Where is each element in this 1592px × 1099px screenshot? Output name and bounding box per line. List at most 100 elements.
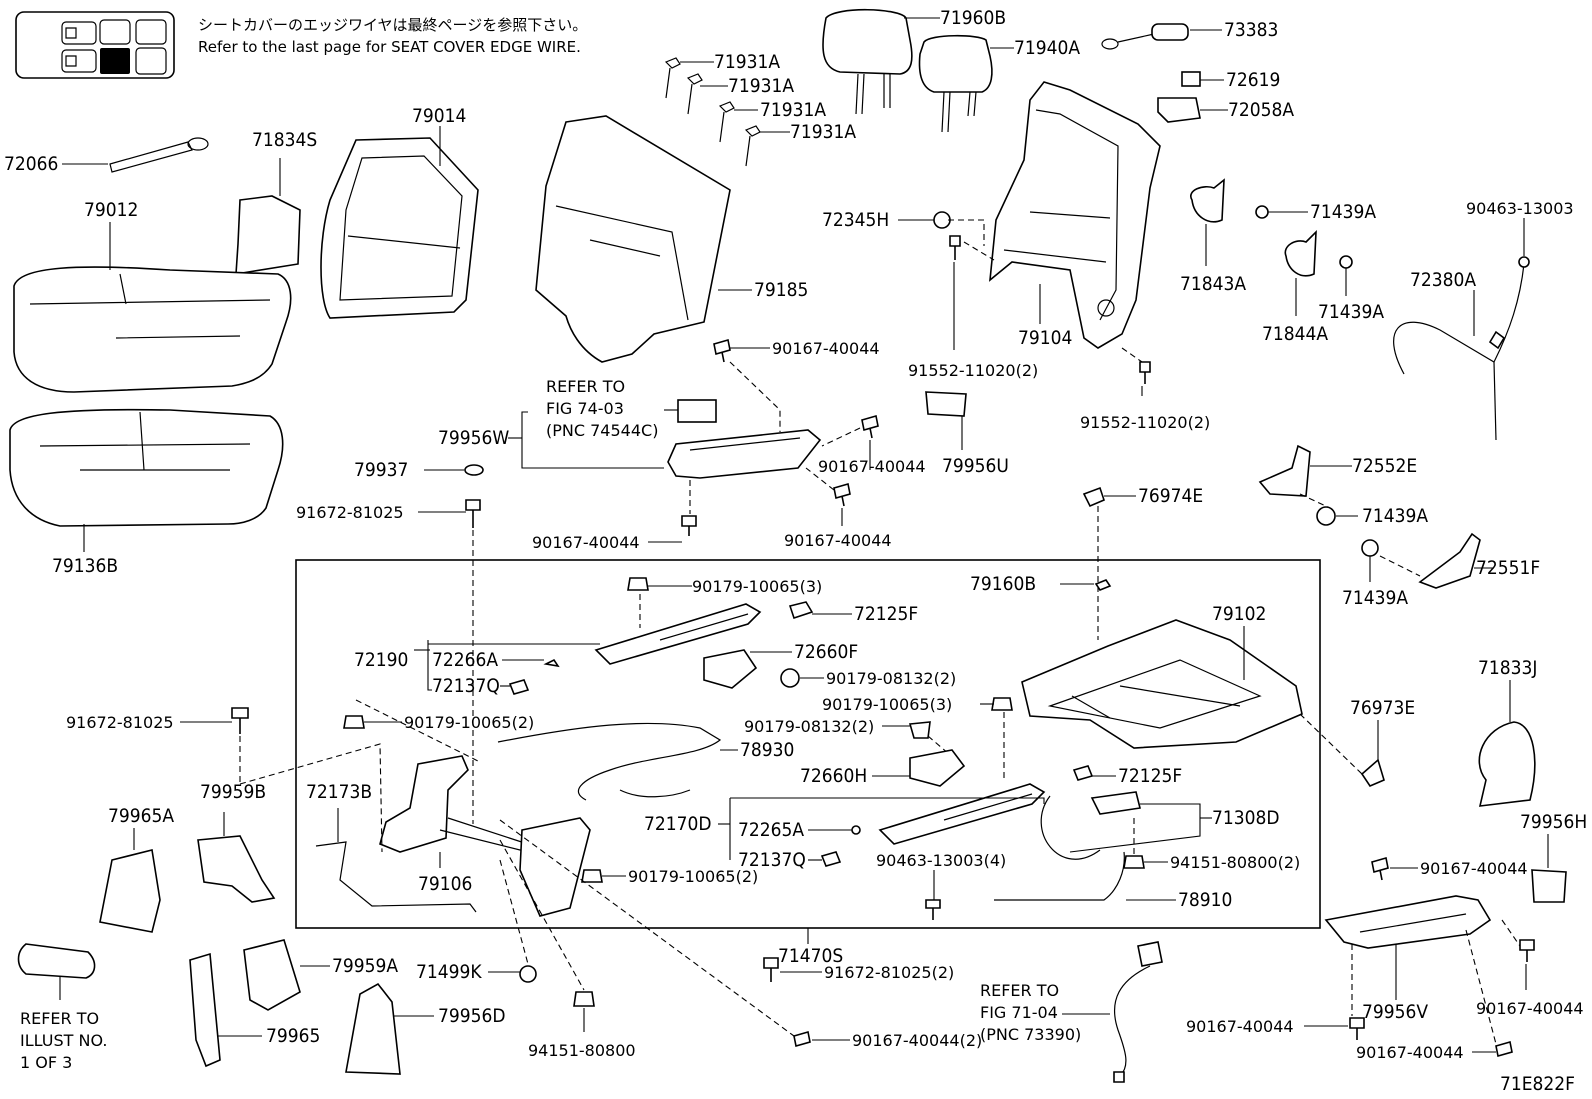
part-71308d: [1090, 791, 1141, 815]
cover-79956w: [667, 429, 822, 479]
ref-fig-71-04-line1: REFER TO: [980, 981, 1059, 1000]
cable-78930: [497, 722, 722, 801]
seat-cushion-pad-79136b: [9, 408, 284, 527]
label-91672-81025-c: 91672-81025(2): [824, 963, 954, 982]
ref-fig-74-03-line1: REFER TO: [546, 377, 625, 396]
label-91552-11020-1: 91552-11020(2): [908, 361, 1038, 380]
ref-fig-71-04-line3: (PNC 73390): [980, 1025, 1081, 1044]
part-72137q-a: [508, 679, 530, 695]
part-71844a: [1284, 229, 1317, 277]
label-79956d: 79956D: [438, 1005, 506, 1027]
label-72619: 72619: [1226, 69, 1280, 91]
label-79959a: 79959A: [332, 955, 398, 977]
seat-cushion-cover-79012: [13, 266, 292, 393]
part-72345h: [933, 211, 951, 229]
label-79956u: 79956U: [942, 455, 1009, 477]
label-79959b: 79959B: [200, 781, 266, 803]
label-72066: 72066: [4, 153, 58, 175]
part-73383-strap: [1101, 23, 1189, 50]
label-71499k: 71499K: [416, 961, 482, 983]
nut-90179-08132-b: [908, 721, 931, 739]
label-91552-11020-2: 91552-11020(2): [1080, 413, 1210, 432]
seat-cushion-frame-79102: [1021, 619, 1303, 749]
label-78910: 78910: [1178, 889, 1232, 911]
label-72551f: 72551F: [1476, 557, 1540, 579]
label-72660h: 72660H: [800, 765, 867, 787]
part-72619: [1181, 71, 1201, 87]
nut-90179-10065-2b: [581, 869, 603, 883]
label-79160b: 79160B: [970, 573, 1036, 595]
nut-94151-80800: [573, 991, 595, 1007]
rod-72173b: [315, 841, 477, 913]
label-71960b: 71960B: [940, 7, 1006, 29]
ref-fig-71-04-line2: FIG 71-04: [980, 1003, 1058, 1022]
label-72190: 72190: [354, 649, 408, 671]
label-72265a: 72265A: [738, 819, 804, 841]
ref-illust-line1: REFER TO: [20, 1009, 99, 1028]
label-71931a-3: 71931A: [760, 99, 826, 121]
screw-90167-h: [1495, 1040, 1513, 1058]
label-90167-40044-h: 90167-40044: [1356, 1043, 1464, 1062]
label-72380a: 72380A: [1410, 269, 1476, 291]
seatback-frame-79104: [989, 81, 1161, 349]
label-72137q-b: 72137Q: [738, 849, 806, 871]
bolt-91672-a: [465, 499, 481, 528]
label-90463-13003: 90463-13003: [1466, 199, 1574, 218]
part-79956d: [345, 982, 401, 1075]
label-72125f-a: 72125F: [854, 603, 918, 625]
part-72265a: [851, 825, 861, 835]
part-72660f: [703, 649, 758, 689]
label-72552e: 72552E: [1352, 455, 1417, 477]
part-72266a: [543, 658, 560, 668]
part-71834s: [235, 195, 301, 275]
header-note-japanese: シートカバーのエッジワイヤは最終ページを参照下さい。: [198, 16, 587, 34]
label-79012: 79012: [84, 199, 138, 221]
part-72660h: [909, 749, 966, 787]
label-90167-40044-b: 90167-40044: [818, 457, 926, 476]
label-90167-40044-2: 90167-40044(2): [852, 1031, 982, 1050]
part-72137q-b: [820, 851, 842, 867]
part-72551f: [1418, 532, 1481, 589]
screw-90167-2: [793, 1030, 811, 1048]
part-79956h: [1531, 869, 1567, 903]
part-79160b: [1094, 579, 1112, 591]
label-72173b: 72173B: [306, 781, 372, 803]
label-79937: 79937: [354, 459, 408, 481]
label-79104: 79104: [1018, 327, 1072, 349]
part-79956u: [925, 391, 967, 417]
seatback-pad-79185: [535, 115, 731, 363]
part-72058a: [1157, 97, 1201, 123]
label-94151-80800-2: 94151-80800(2): [1170, 853, 1300, 872]
headrest-71940a: [918, 34, 993, 133]
label-72170d: 72170D: [644, 813, 712, 835]
label-90167-40044-c: 90167-40044: [784, 531, 892, 550]
label-71439a-3: 71439A: [1362, 505, 1428, 527]
label-79106: 79106: [418, 873, 472, 895]
part-79959b: [197, 835, 276, 903]
clip-72125f-b: [1072, 765, 1094, 781]
fastener-71439a-4: [1361, 539, 1379, 557]
label-79956w: 79956W: [438, 427, 509, 449]
label-72137q-a: 72137Q: [432, 675, 500, 697]
seat-position-key-icon: [15, 11, 175, 79]
ref-part-74544c: [677, 399, 717, 423]
screw-90167-f: [1519, 939, 1535, 962]
label-79956v: 79956V: [1362, 1001, 1428, 1023]
label-71940a: 71940A: [1014, 37, 1080, 59]
label-79956h: 79956H: [1520, 811, 1587, 833]
label-90167-40044-f: 90167-40044: [1476, 999, 1584, 1018]
label-79965a: 79965A: [108, 805, 174, 827]
label-79185: 79185: [754, 279, 808, 301]
label-78930: 78930: [740, 739, 794, 761]
label-71931a-1: 71931A: [714, 51, 780, 73]
label-72660f: 72660F: [794, 641, 858, 663]
frame-79106: [379, 755, 591, 917]
seatback-cover-79014: [320, 137, 479, 319]
label-90179-10065-2a: 90179-10065(2): [404, 713, 534, 732]
label-90463-13003-4: 90463-13003(4): [876, 851, 1006, 870]
label-91672-81025-a: 91672-81025: [296, 503, 404, 522]
nut-94151-80800-2: [1123, 855, 1145, 869]
part-76974e: [1082, 486, 1105, 508]
part-79965: [189, 952, 221, 1068]
seat-track-rail-upper: [594, 603, 762, 665]
